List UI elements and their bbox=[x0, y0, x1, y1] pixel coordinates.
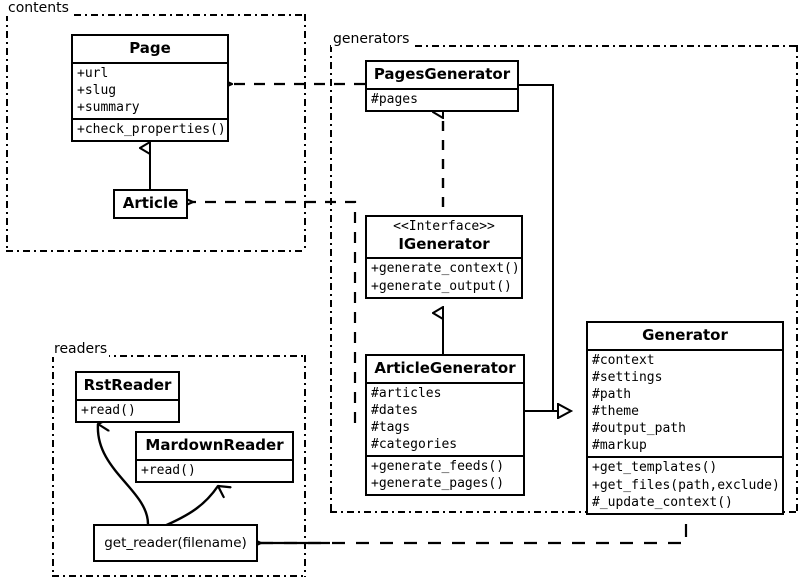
attribute: #categories bbox=[371, 436, 458, 452]
class-article-title: Article bbox=[122, 194, 179, 212]
method: +get_files(path,exclude) bbox=[592, 477, 780, 493]
class-articlegenerator-attributes: #articles #dates #tags #categories bbox=[367, 381, 523, 456]
function-get-reader-label: get_reader(filename) bbox=[104, 535, 247, 551]
class-article[interactable]: Article bbox=[113, 189, 188, 219]
class-mardownreader-methods: +read() bbox=[137, 458, 292, 481]
class-articlegenerator-methods: +generate_feeds() +generate_pages() bbox=[367, 455, 523, 494]
attribute: #settings bbox=[592, 369, 663, 385]
attribute: +slug bbox=[77, 82, 117, 98]
attribute: +url bbox=[77, 65, 109, 81]
attribute: #tags bbox=[371, 419, 411, 435]
class-igenerator-stereotype: <<Interface>> bbox=[393, 219, 495, 234]
class-rstreader-methods: +read() bbox=[77, 398, 178, 421]
method: +get_templates() bbox=[592, 460, 718, 476]
method: +read() bbox=[81, 402, 136, 418]
class-page[interactable]: Page +url +slug +summary +check_properti… bbox=[71, 34, 229, 143]
class-page-methods: +check_properties() bbox=[73, 117, 227, 140]
attribute: #context bbox=[592, 352, 655, 368]
class-generator-methods: +get_templates() +get_files(path,exclude… bbox=[588, 456, 782, 512]
method: +generate_feeds() bbox=[371, 459, 505, 475]
attribute: #theme bbox=[592, 403, 639, 419]
class-pagesgenerator-attributes: #pages bbox=[367, 87, 517, 110]
class-mardownreader-title: MardownReader bbox=[145, 436, 284, 454]
function-get-reader[interactable]: get_reader(filename) bbox=[93, 524, 258, 562]
class-generator-title: Generator bbox=[642, 326, 728, 344]
readers-package-label: readers bbox=[52, 341, 110, 357]
class-rstreader-title: RstReader bbox=[83, 376, 172, 394]
attribute: +summary bbox=[77, 99, 140, 115]
class-page-attributes: +url +slug +summary bbox=[73, 61, 227, 118]
attribute: #path bbox=[592, 386, 632, 402]
class-rstreader[interactable]: RstReader +read() bbox=[75, 371, 180, 423]
class-generator[interactable]: Generator #context #settings #path #them… bbox=[586, 321, 784, 515]
class-mardownreader[interactable]: MardownReader +read() bbox=[135, 431, 294, 483]
class-pagesgenerator[interactable]: PagesGenerator #pages bbox=[365, 60, 519, 112]
class-igenerator[interactable]: <<Interface>> IGenerator +generate_conte… bbox=[365, 215, 523, 299]
contents-package-label: contents bbox=[6, 0, 71, 16]
method: +generate_context() bbox=[371, 261, 520, 277]
method: +generate_pages() bbox=[371, 476, 505, 492]
attribute: #markup bbox=[592, 438, 647, 454]
class-page-title: Page bbox=[129, 39, 171, 57]
attribute: #output_path bbox=[592, 421, 686, 437]
method: +generate_output() bbox=[371, 278, 512, 294]
class-articlegenerator[interactable]: ArticleGenerator #articles #dates #tags … bbox=[365, 354, 525, 497]
class-generator-attributes: #context #settings #path #theme #output_… bbox=[588, 348, 782, 457]
class-pagesgenerator-title: PagesGenerator bbox=[373, 65, 511, 83]
method: #_update_context() bbox=[592, 494, 733, 510]
class-igenerator-methods: +generate_context() +generate_output() bbox=[367, 257, 521, 296]
attribute: #pages bbox=[371, 91, 418, 107]
class-articlegenerator-title: ArticleGenerator bbox=[374, 359, 516, 377]
class-igenerator-title: IGenerator bbox=[398, 234, 490, 253]
method: +check_properties() bbox=[77, 121, 226, 137]
method: +read() bbox=[141, 462, 196, 478]
attribute: #articles bbox=[371, 385, 442, 401]
attribute: #dates bbox=[371, 402, 418, 418]
generators-package-label: generators bbox=[331, 31, 412, 47]
